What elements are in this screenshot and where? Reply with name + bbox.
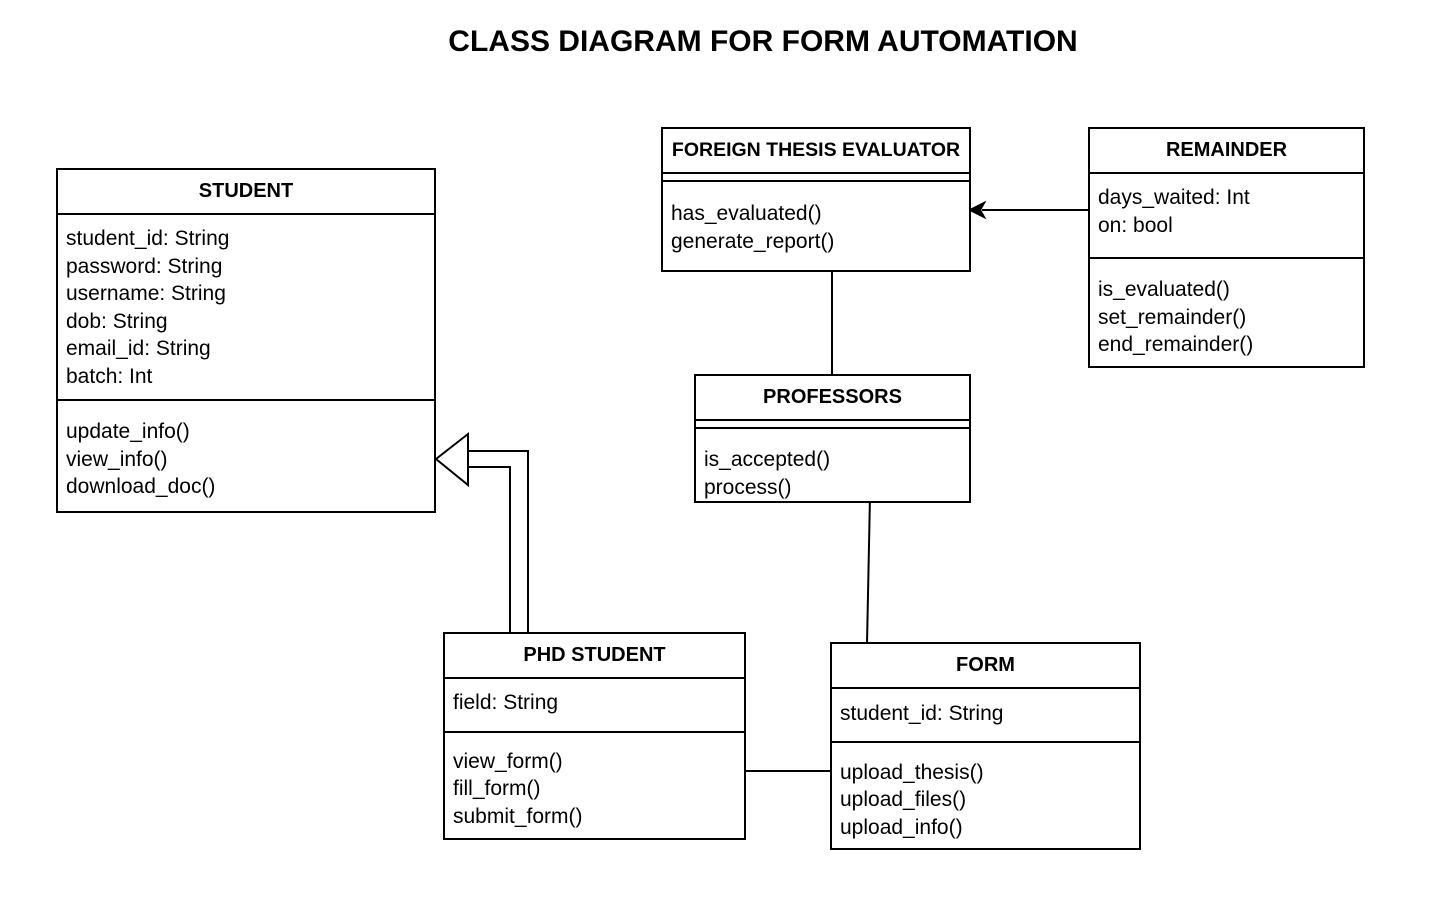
attribute: field: String xyxy=(453,691,559,714)
attribute: on: bool xyxy=(1098,213,1173,237)
method: generate_report() xyxy=(671,229,835,253)
student-methods: update_info() view_info() download_doc() xyxy=(58,401,434,501)
form-class: FORM student_id: String upload_thesis() … xyxy=(830,642,1141,850)
method: is_accepted() xyxy=(704,448,831,471)
method: submit_form() xyxy=(453,804,583,828)
attribute: student_id: String xyxy=(840,702,1004,725)
student-class: STUDENT student_id: String password: Str… xyxy=(56,168,436,513)
attribute: days_waited: Int xyxy=(1098,186,1250,209)
form-class-name: FORM xyxy=(832,644,1139,689)
phd-student-class: PHD STUDENT field: String view_form() fi… xyxy=(443,632,746,840)
foreign-thesis-evaluator-class-name: FOREIGN THESIS EVALUATOR xyxy=(663,129,969,174)
remainder-class-name: REMAINDER xyxy=(1090,129,1363,174)
method: view_form() xyxy=(453,749,563,773)
method: end_remainder() xyxy=(1098,333,1254,356)
professors-class: PROFESSORS is_accepted() process() xyxy=(694,374,971,503)
form-methods: upload_thesis() upload_files() upload_in… xyxy=(832,743,1139,842)
attribute: batch: Int xyxy=(66,364,153,388)
attribute: dob: String xyxy=(66,309,168,333)
foreign-thesis-evaluator-attributes xyxy=(663,174,969,182)
method: fill_form() xyxy=(453,777,541,800)
professors-attributes xyxy=(696,421,969,429)
professors-class-name: PROFESSORS xyxy=(696,376,969,421)
remainder-attributes: days_waited: Int on: bool xyxy=(1090,174,1363,259)
method: upload_thesis() xyxy=(840,760,984,784)
method: has_evaluated() xyxy=(671,202,822,225)
attribute: student_id: String xyxy=(66,227,230,250)
form-attributes: student_id: String xyxy=(832,689,1139,743)
professors-methods: is_accepted() process() xyxy=(696,429,969,501)
inheritance-connector xyxy=(434,431,529,633)
phd-student-attributes: field: String xyxy=(445,679,744,733)
attribute: password: String xyxy=(66,254,223,278)
remainder-class: REMAINDER days_waited: Int on: bool is_e… xyxy=(1088,127,1365,368)
method: process() xyxy=(704,475,792,499)
diagram-title: CLASS DIAGRAM FOR FORM AUTOMATION xyxy=(448,25,1078,58)
method: upload_info() xyxy=(840,815,963,839)
method: update_info() xyxy=(66,420,190,443)
professors-form-line xyxy=(866,495,871,645)
student-class-name: STUDENT xyxy=(58,170,434,215)
student-attributes: student_id: String password: String user… xyxy=(58,215,434,401)
remainder-methods: is_evaluated() set_remainder() end_remai… xyxy=(1090,259,1363,359)
method: is_evaluated() xyxy=(1098,278,1230,301)
remainder-evaluator-arrow xyxy=(967,200,1089,220)
foreign-thesis-evaluator-class: FOREIGN THESIS EVALUATOR has_evaluated()… xyxy=(661,127,971,272)
attribute: username: String xyxy=(66,282,226,305)
method: download_doc() xyxy=(66,475,216,498)
phd-student-class-name: PHD STUDENT xyxy=(445,634,744,679)
method: upload_files() xyxy=(840,788,967,811)
attribute: email_id: String xyxy=(66,337,211,360)
method: set_remainder() xyxy=(1098,305,1247,329)
foreign-thesis-evaluator-methods: has_evaluated() generate_report() xyxy=(663,182,969,255)
method: view_info() xyxy=(66,447,168,471)
phd-student-methods: view_form() fill_form() submit_form() xyxy=(445,733,744,831)
